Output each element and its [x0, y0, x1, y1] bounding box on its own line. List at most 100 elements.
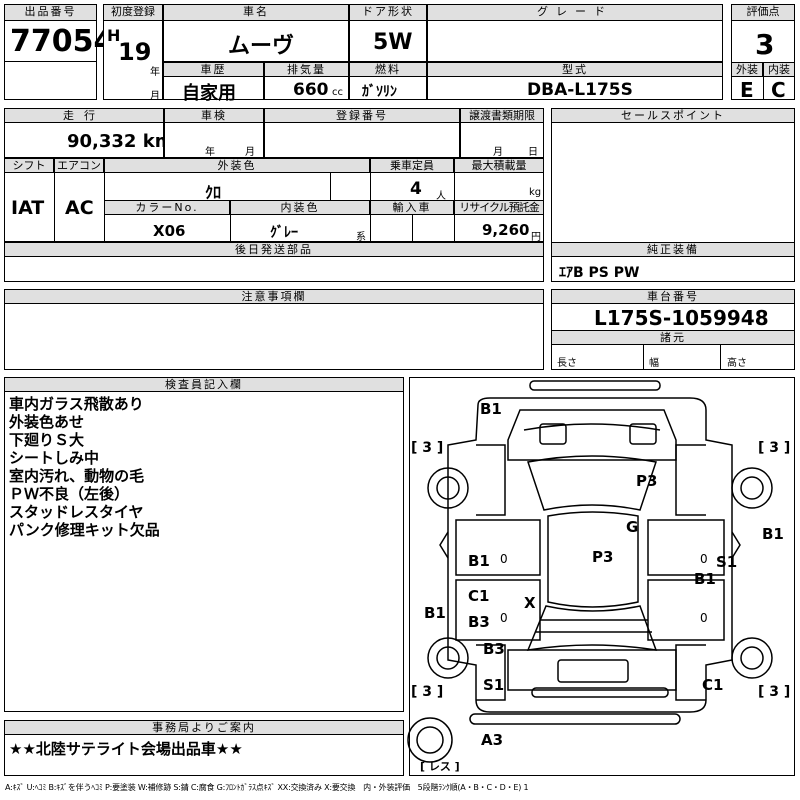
month-unit: 月: [150, 91, 160, 102]
model-value: DBA-L175S: [527, 80, 633, 100]
int-header: 内装: [763, 62, 795, 77]
capacity-value: 4: [410, 179, 422, 199]
spec-header: 諸元: [551, 330, 795, 345]
damage-mark: B1: [762, 525, 784, 543]
note-line: シートしみ中: [9, 449, 100, 467]
office-text: ★★北陸サテライト会場出品車★★: [9, 740, 243, 758]
displacement-value: 660: [293, 80, 329, 100]
history-value: 自家用: [182, 83, 236, 104]
inspection-year-unit: 年: [205, 147, 215, 158]
car-diagram-frame: [409, 377, 795, 776]
damage-mark: B1: [480, 400, 502, 418]
note-line: ＰＷ不良（左後）: [9, 485, 130, 503]
equip-header: 純正装備: [551, 242, 795, 257]
tire-mark: [ 3 ]: [758, 440, 791, 456]
note-line: 室内汚れ、動物の毛: [9, 467, 145, 485]
damage-mark: B3: [483, 640, 505, 658]
shift-value: IAT: [11, 197, 45, 219]
displacement-unit: cc: [332, 87, 343, 98]
capacity-unit: 人: [436, 191, 446, 202]
note-line: 車内ガラス飛散あり: [9, 395, 144, 413]
era: H: [107, 26, 121, 45]
import-header: 輸入車: [370, 200, 454, 215]
door-header: ドア形状: [349, 4, 427, 21]
damage-mark: P3: [636, 472, 658, 490]
transfer-day-unit: 日: [528, 147, 538, 158]
ac-header: エアコン: [54, 158, 104, 173]
regno-header: 登録番号: [264, 108, 460, 123]
load-unit: kg: [529, 187, 542, 198]
inspection-month-unit: 月: [245, 147, 255, 158]
damage-mark: C1: [468, 587, 490, 605]
color-header: 外装色: [104, 158, 370, 173]
mileage-value: 90,332 km: [67, 131, 174, 152]
note-line: 下廻りＳ大: [9, 431, 85, 449]
door-type: 5W: [373, 30, 413, 55]
ext-header: 外装: [731, 62, 763, 77]
ext-grade: E: [740, 78, 754, 102]
color-value: ｸﾛ: [205, 183, 222, 202]
spare-less-mark: [ レス ]: [420, 760, 460, 773]
score-value: 3: [755, 28, 775, 61]
fuel-value: ｶﾞｿﾘﾝ: [362, 84, 397, 100]
tire-mark: [ 3 ]: [758, 684, 791, 700]
chassis-value: L175S-1059948: [594, 306, 769, 330]
inspector-header: 検査員記入欄: [4, 377, 404, 392]
fuel-header: 燃料: [349, 62, 427, 77]
score-header: 評価点: [731, 4, 795, 21]
note-line: スタッドレスタイヤ: [9, 503, 144, 521]
later-header: 後日発送部品: [4, 242, 544, 257]
mileage-header: 走行: [4, 108, 164, 123]
office-header: 事務局よりご案内: [4, 720, 404, 735]
damage-mark: S1: [483, 676, 505, 694]
ac-value: AC: [65, 197, 94, 219]
model-header: 型式: [427, 62, 723, 77]
width-label: 幅: [649, 358, 659, 369]
lot-number: 77054: [10, 24, 115, 59]
damage-mark: A3: [481, 731, 504, 749]
colorno-value: X06: [153, 222, 186, 240]
tire-mark: [ 3 ]: [411, 440, 444, 456]
lot-no-header: 出品番号: [4, 4, 97, 21]
name-header: 車名: [163, 4, 349, 21]
inspector-box: [4, 377, 404, 712]
damage-mark: B1: [694, 570, 716, 588]
load-header: 最大積載量: [454, 158, 544, 173]
int-grade: C: [771, 78, 786, 102]
recycle-value: 9,260: [482, 221, 530, 239]
capacity-header: 乗車定員: [370, 158, 454, 173]
colorno-header: カラーNo.: [104, 200, 230, 215]
damage-mark: P3: [592, 548, 614, 566]
transfer-month-unit: 月: [493, 147, 503, 158]
recycle-header: リサイクル預託金: [454, 200, 544, 215]
length-label: 長さ: [557, 358, 577, 369]
legend: A:ｷｽﾞ U:ﾍｺﾐ B:ｷｽﾞを伴うﾍｺﾐ P:要塗装 W:補修跡 S:錆 …: [5, 783, 529, 792]
year-unit: 年: [150, 67, 160, 78]
first-reg-year: 19: [118, 38, 152, 66]
grade-header: グレード: [427, 4, 723, 21]
caution-header: 注意事項欄: [4, 289, 544, 304]
door-handle-mark: 0: [700, 552, 708, 566]
note-line: 外装色あせ: [9, 413, 85, 431]
tire-mark: [ 3 ]: [411, 684, 444, 700]
door-handle-mark: 0: [500, 552, 508, 566]
transfer-header: 譲渡書類期限: [460, 108, 544, 123]
car-name: ムーヴ: [228, 34, 295, 59]
sales-header: セールスポイント: [551, 108, 795, 123]
damage-mark: B3: [468, 613, 490, 631]
door-handle-mark: 0: [700, 611, 708, 625]
height-label: 高さ: [727, 358, 747, 369]
shift-header: シフト: [4, 158, 54, 173]
first-reg-header: 初度登録: [103, 4, 163, 21]
damage-mark: G: [626, 518, 639, 536]
equip-value: ｴｱB PS PW: [559, 265, 640, 281]
inspector-notes: 車内ガラス飛散あり 外装色あせ 下廻りＳ大 シートしみ中 室内汚れ、動物の毛 Ｐ…: [9, 395, 160, 539]
damage-mark: B1: [468, 552, 490, 570]
door-handle-mark: 0: [500, 611, 508, 625]
sales-box: [551, 108, 795, 256]
damage-mark: S1: [716, 553, 738, 571]
intcolor-suffix: 系: [356, 232, 366, 243]
intcolor-header: 内装色: [230, 200, 370, 215]
note-line: パンク修理キット欠品: [9, 521, 160, 539]
history-header: 車歴: [163, 62, 264, 77]
